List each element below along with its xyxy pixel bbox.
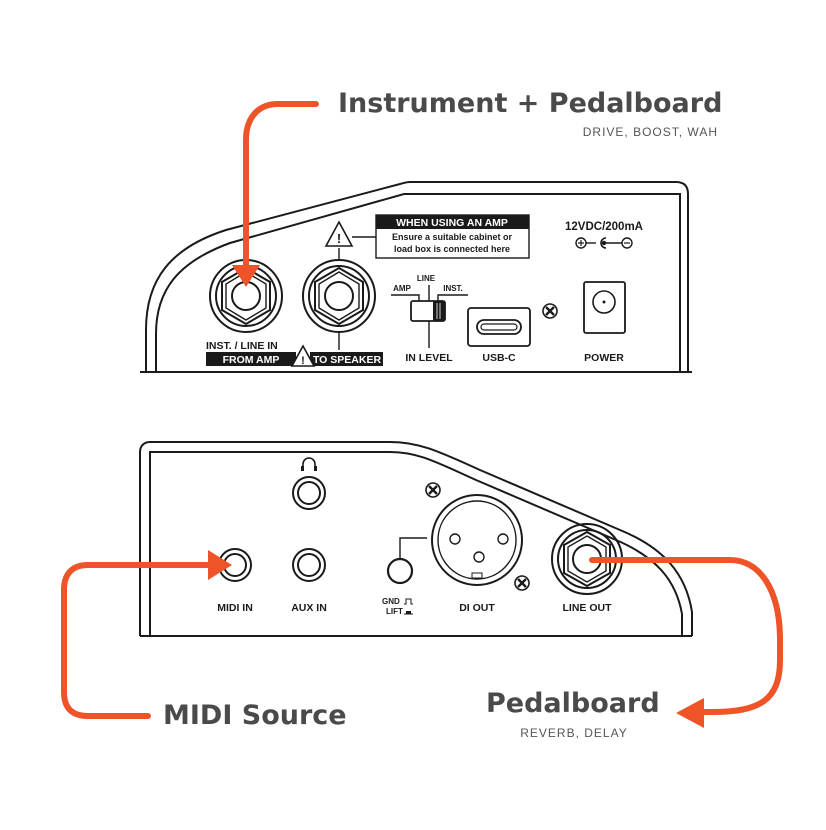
screw-icon (425, 482, 441, 498)
power-spec: 12VDC/200mA (565, 221, 643, 233)
instrument-callout-subtitle: DRIVE, BOOST, WAH (583, 125, 718, 139)
bottom-panel-inner-outline (149, 451, 683, 636)
usb-c-label: USB-C (482, 352, 516, 364)
top-panel (140, 181, 692, 373)
amp-warning-line1: Ensure a suitable cabinet or (392, 232, 513, 242)
aux-in-jack[interactable] (292, 548, 326, 582)
amp-warning-title: WHEN USING AN AMP (396, 217, 508, 229)
polarity-icon (575, 237, 633, 249)
from-amp-label: FROM AMP (223, 354, 280, 366)
screw-icon (542, 303, 558, 319)
aux-in-label: AUX IN (291, 602, 327, 614)
arrow-instrument-to-input (232, 101, 319, 287)
midi-in-label: MIDI IN (217, 602, 253, 614)
headphone-jack[interactable] (292, 457, 326, 510)
pedalboard-callout-subtitle: REVERB, DELAY (520, 726, 627, 740)
svg-text:!: ! (337, 231, 341, 246)
top-panel-outer-outline (145, 181, 689, 372)
switch-amp-label: AMP (393, 284, 411, 293)
top-panel-inner-outline (155, 193, 681, 372)
bottom-panel-outer-outline (139, 441, 693, 636)
gnd-label: GND (382, 597, 400, 606)
warning-triangle-icon: ! (324, 220, 376, 247)
in-level-switch[interactable]: LINE AMP INST. (391, 274, 468, 348)
to-speaker-jack[interactable] (302, 248, 376, 350)
from-amp-to-speaker-bar: ! FROM AMP TO SPEAKER (206, 344, 383, 367)
screw-icon (514, 575, 530, 591)
switch-line-label: LINE (417, 274, 436, 283)
arrow-midi-source-to-midi-in (61, 550, 232, 719)
arrow-line-out-to-pedalboard (589, 557, 783, 728)
usb-c-port[interactable] (467, 307, 531, 347)
ground-symbol-icon (404, 598, 413, 615)
ground-lift-button[interactable] (386, 537, 427, 585)
di-out-xlr[interactable] (431, 494, 523, 586)
midi-callout-title: MIDI Source (163, 700, 347, 731)
svg-text:!: ! (301, 355, 305, 367)
di-out-label: DI OUT (459, 602, 495, 614)
power-jack[interactable] (583, 281, 626, 334)
power-label: POWER (584, 352, 624, 364)
pedalboard-callout-title: Pedalboard (486, 688, 660, 719)
inst-line-in-label: INST. / LINE IN (206, 340, 278, 352)
amp-warning-box: WHEN USING AN AMP Ensure a suitable cabi… (375, 214, 530, 259)
headphones-icon (302, 457, 316, 470)
to-speaker-label: TO SPEAKER (313, 354, 381, 366)
switch-inst-label: INST. (443, 284, 463, 293)
instrument-callout-title: Instrument + Pedalboard (338, 88, 722, 119)
lift-label: LIFT (386, 607, 403, 616)
in-level-label: IN LEVEL (405, 352, 453, 364)
line-out-label: LINE OUT (563, 602, 613, 614)
amp-warning-line2: load box is connected here (394, 244, 510, 254)
warning-triangle-icon (290, 344, 316, 367)
bottom-panel (139, 441, 693, 637)
